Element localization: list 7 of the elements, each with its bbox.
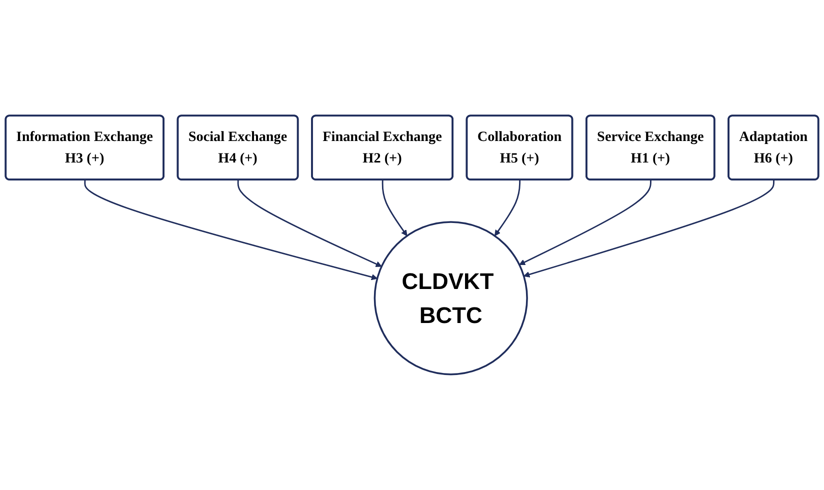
arrow bbox=[494, 180, 521, 236]
node-circle: CLDVKT BCTC bbox=[374, 221, 528, 376]
arrow bbox=[237, 180, 382, 267]
arrow bbox=[84, 180, 378, 280]
arrow bbox=[524, 180, 774, 278]
arrow bbox=[382, 180, 408, 236]
arrow bbox=[519, 180, 652, 266]
